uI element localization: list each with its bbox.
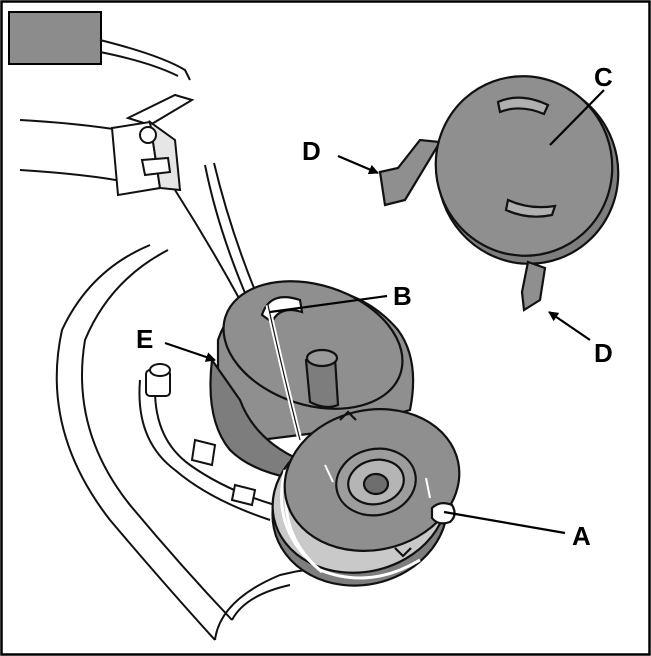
housing-post [145, 363, 257, 507]
leader-C [549, 89, 605, 146]
label-A: A [572, 521, 591, 551]
arrow-D-lower [548, 311, 591, 341]
spool-housing [209, 280, 415, 480]
spool-cap [378, 75, 620, 312]
cutting-line [174, 162, 259, 301]
blade-bracket [110, 93, 195, 197]
arrow-D-upper [337, 154, 379, 175]
leader-lines [164, 89, 605, 535]
label-D-upper: D [302, 136, 321, 166]
spool [271, 408, 461, 587]
label-D-lower: D [594, 338, 613, 368]
leader-A [443, 510, 566, 535]
header-tab [8, 11, 102, 65]
label-C: C [594, 62, 613, 92]
arrow-E [164, 341, 216, 362]
leader-B [269, 294, 388, 314]
label-E: E [136, 324, 153, 354]
label-B: B [393, 281, 412, 311]
